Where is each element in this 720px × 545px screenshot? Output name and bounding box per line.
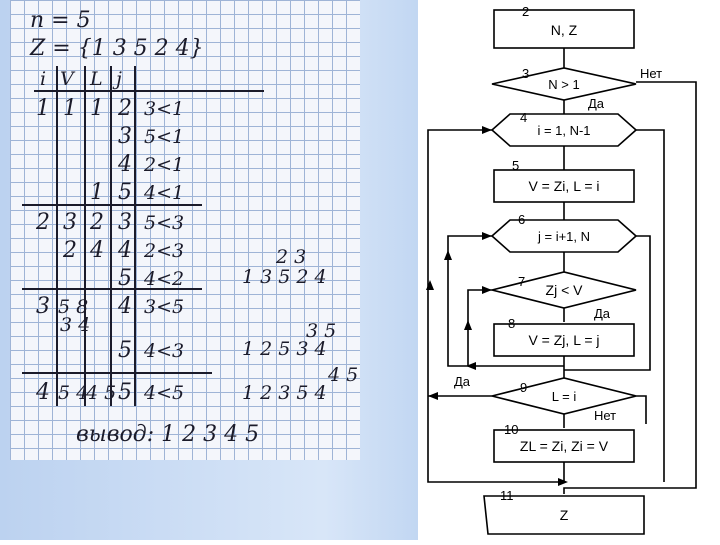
- handwritten-trace-photo: n = 5 Z = {1 3 5 2 4} i V L j 1 1 1 2 3<…: [10, 0, 360, 460]
- arrow-up-icon: [426, 280, 434, 290]
- hw-vline-3: [110, 66, 112, 406]
- arrow-up-icon: [464, 320, 472, 330]
- arrow-up-icon: [444, 250, 452, 260]
- edge-6-exit: [564, 235, 651, 371]
- svg-text:N, Z: N, Z: [551, 22, 578, 38]
- node-4-loop: i = 1, N-1 4: [490, 110, 638, 147]
- svg-text:i = 1, N-1: i = 1, N-1: [537, 123, 590, 138]
- node-7-decision: Zj < V 7: [491, 271, 637, 309]
- flowchart-panel: N, Z 2 N > 1 3 Нет Да i = 1, N-1 4 V = Z…: [418, 0, 720, 540]
- svg-text:7: 7: [518, 274, 525, 289]
- svg-text:8: 8: [508, 316, 515, 331]
- hw-array-top: 4 5: [328, 364, 359, 386]
- node-5-process: V = Zi, L = i 5: [493, 158, 635, 203]
- node-3-decision: N > 1 3: [491, 66, 637, 101]
- hw-array-top: 3 5: [306, 320, 337, 342]
- label-yes: Да: [454, 374, 471, 389]
- hw-col-l: L: [90, 68, 103, 90]
- svg-text:j = i+1, N: j = i+1, N: [537, 229, 590, 244]
- svg-text:ZL = Zi, Zi = V: ZL = Zi, Zi = V: [520, 438, 609, 454]
- hw-header-line: [34, 90, 264, 92]
- node-8-process: V = Zj, L = j 8: [493, 316, 635, 357]
- arrow-right-icon: [482, 232, 492, 240]
- edge-3-no: [563, 81, 697, 494]
- node-9-decision: L = i 9: [491, 377, 637, 415]
- edge-outer-loop: [427, 129, 565, 483]
- edge-4-exit: [636, 129, 665, 482]
- svg-text:2: 2: [522, 4, 529, 19]
- edge-inner-loop: [447, 235, 564, 367]
- hw-divider: [22, 288, 202, 290]
- node-11-output: Z 11: [483, 488, 645, 535]
- hw-z-array: Z = {1 3 5 2 4}: [30, 36, 204, 61]
- svg-text:4: 4: [520, 110, 527, 125]
- hw-divider: [22, 372, 212, 374]
- svg-text:3: 3: [522, 66, 529, 81]
- label-yes: Да: [594, 306, 611, 321]
- flowchart-svg: N, Z 2 N > 1 3 Нет Да i = 1, N-1 4 V = Z…: [426, 4, 697, 535]
- hw-vline-2: [84, 66, 86, 406]
- hw-array: 1 2 5 3 4: [242, 338, 327, 360]
- svg-text:V = Zj, L = j: V = Zj, L = j: [528, 332, 599, 348]
- hw-col-j: j: [116, 68, 122, 90]
- label-no: Нет: [594, 408, 616, 423]
- arrow-left-icon: [428, 392, 438, 400]
- hw-col-i: i: [40, 68, 47, 90]
- arrow-right-icon: [558, 478, 568, 486]
- svg-text:11: 11: [500, 488, 514, 503]
- arrow-left-icon: [466, 362, 476, 370]
- label-yes: Да: [588, 96, 605, 111]
- svg-text:5: 5: [512, 158, 519, 173]
- hw-divider: [22, 204, 202, 206]
- label-no: Нет: [640, 66, 662, 81]
- svg-text:Z: Z: [560, 507, 569, 523]
- hw-array: 1 2 3 5 4: [242, 382, 327, 404]
- hw-vline-4: [134, 66, 136, 406]
- hw-array-top: 2 3: [276, 246, 307, 268]
- svg-text:L = i: L = i: [552, 389, 577, 404]
- edge-9-no: [636, 395, 647, 424]
- edge-7-no: [467, 289, 492, 366]
- hw-array: 1 3 5 2 4: [242, 266, 327, 288]
- node-2-input: N, Z 2: [493, 4, 635, 49]
- hw-n-value: n = 5: [30, 8, 91, 33]
- svg-text:6: 6: [518, 212, 525, 227]
- node-6-loop: j = i+1, N 6: [490, 212, 638, 253]
- svg-text:V = Zi, L = i: V = Zi, L = i: [528, 178, 599, 194]
- hw-vline-1: [56, 66, 58, 406]
- hw-col-v: V: [60, 68, 74, 90]
- svg-text:9: 9: [520, 380, 527, 395]
- arrow-right-icon: [482, 286, 492, 294]
- svg-text:10: 10: [504, 422, 518, 437]
- arrow-right-icon: [482, 126, 492, 134]
- hw-output: вывод: 1 2 3 4 5: [76, 422, 260, 447]
- svg-text:N > 1: N > 1: [548, 77, 579, 92]
- node-10-process: ZL = Zi, Zi = V 10: [493, 422, 635, 463]
- svg-text:Zj < V: Zj < V: [546, 282, 584, 298]
